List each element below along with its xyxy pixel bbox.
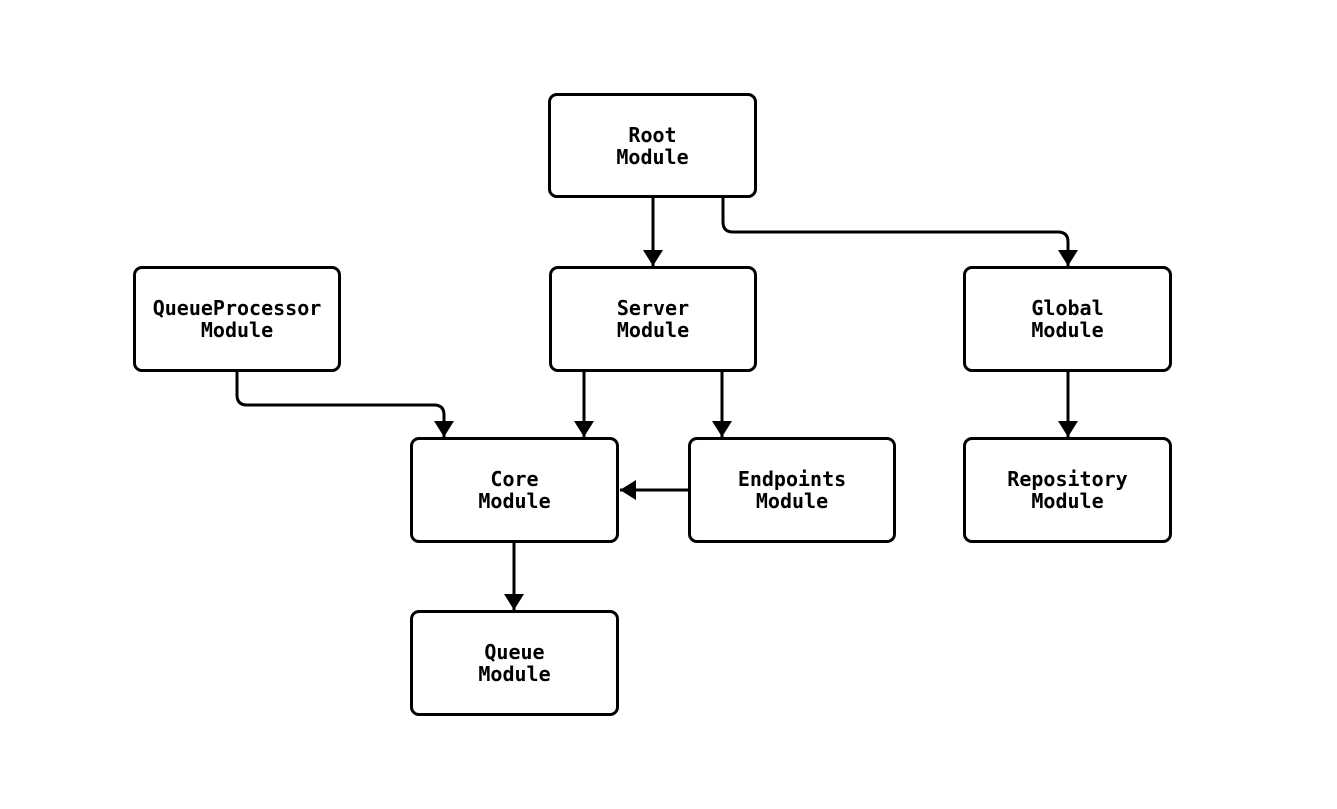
node-server-label-line-1: Module [616, 318, 690, 342]
node-core-label-line-1: Module [478, 489, 551, 513]
node-repository-label-line-1: Module [1031, 489, 1104, 513]
node-queueprocessor-label-line-0: QueueProcessor [152, 296, 322, 320]
node-endpoints-label-line-1: Module [755, 489, 829, 513]
edge-root-to-global [721, 198, 1078, 266]
node-root-label-line-1: Module [616, 144, 689, 169]
node-core-label-line-0: Core [490, 467, 539, 491]
node-queue-label-line-0: Queue [484, 640, 545, 664]
node-queue-label-line-1: Module [478, 662, 551, 686]
node-root-label-line-0: Root [628, 122, 677, 147]
edge-queueprocessor-to-core [235, 372, 454, 437]
node-global-label-line-1: Module [1031, 318, 1104, 342]
node-server-label-line-0: Server [616, 296, 690, 320]
node-repository-label-line-0: Repository [1007, 467, 1128, 491]
node-queueprocessor-label-line-1: Module [200, 318, 274, 342]
node-endpoints-label-line-0: Endpoints [737, 467, 847, 491]
node-global-label-line-0: Global [1031, 296, 1104, 320]
